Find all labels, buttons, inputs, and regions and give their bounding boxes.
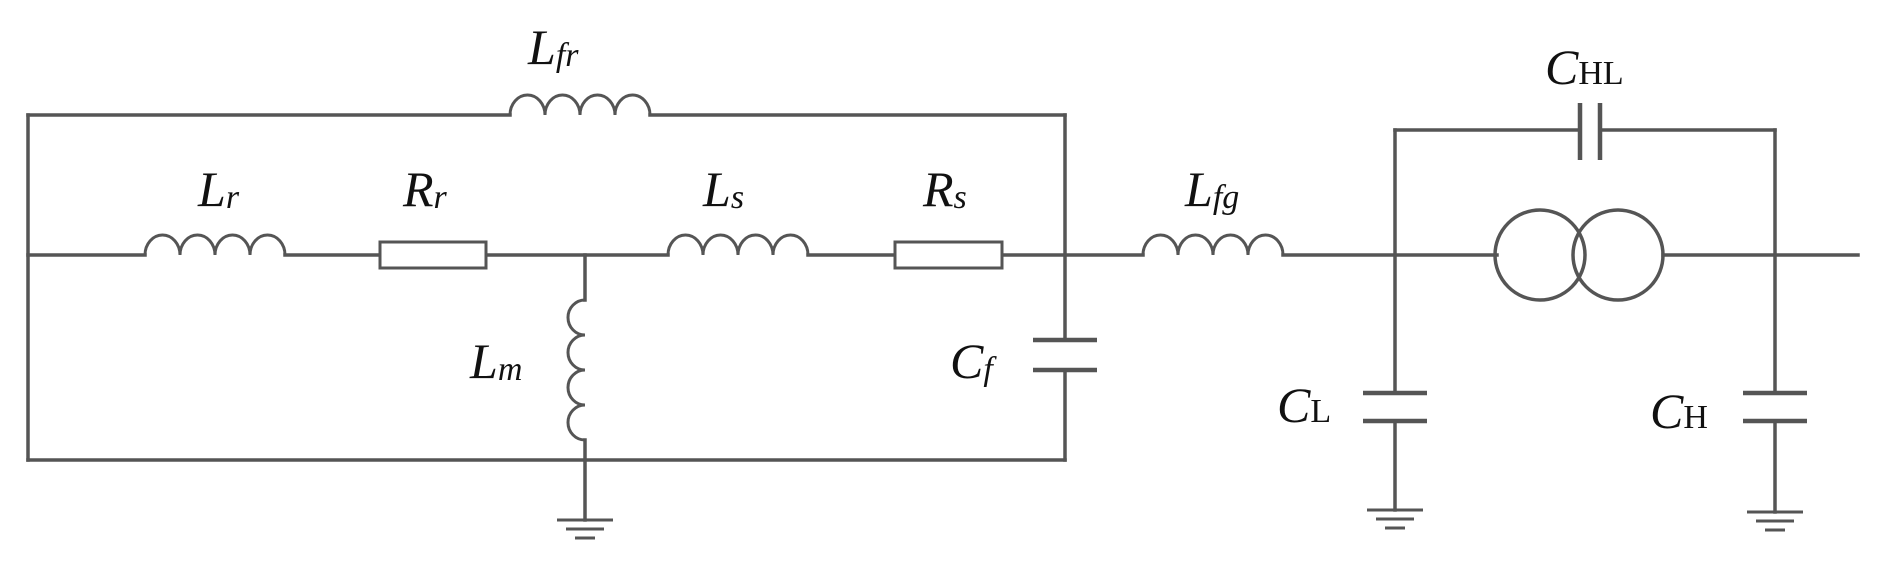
capacitor-ch bbox=[1743, 390, 1807, 424]
label-chl: CHL bbox=[1545, 39, 1624, 95]
ground-symbol-cl bbox=[1367, 508, 1423, 530]
ground-symbol-lm bbox=[557, 518, 613, 540]
label-lfr: Lfr bbox=[527, 19, 579, 75]
label-lr: Lr bbox=[197, 161, 240, 217]
ground-symbol-ch bbox=[1747, 510, 1803, 532]
label-ch: CH bbox=[1650, 383, 1708, 439]
inductor-lr bbox=[143, 233, 287, 256]
resistor-rs bbox=[893, 240, 1004, 270]
label-rs: Rs bbox=[922, 161, 967, 217]
resistor-rr bbox=[378, 240, 488, 270]
label-ls: Ls bbox=[702, 161, 744, 217]
label-cf: Cf bbox=[950, 333, 997, 389]
inductor-lfr bbox=[508, 93, 652, 116]
inductor-lm bbox=[566, 298, 586, 442]
capacitor-cl bbox=[1363, 390, 1427, 424]
label-rr: Rr bbox=[402, 161, 448, 217]
capacitor-chl bbox=[1577, 103, 1603, 160]
label-cl: CL bbox=[1277, 377, 1331, 433]
capacitor-cf bbox=[1033, 337, 1097, 373]
inductor-ls bbox=[666, 233, 810, 256]
transformer-symbol bbox=[1493, 208, 1665, 302]
label-lfg: Lfg bbox=[1184, 161, 1239, 217]
label-lm: Lm bbox=[469, 333, 522, 389]
inductor-lfg bbox=[1141, 233, 1285, 256]
wires bbox=[26, 113, 1860, 522]
